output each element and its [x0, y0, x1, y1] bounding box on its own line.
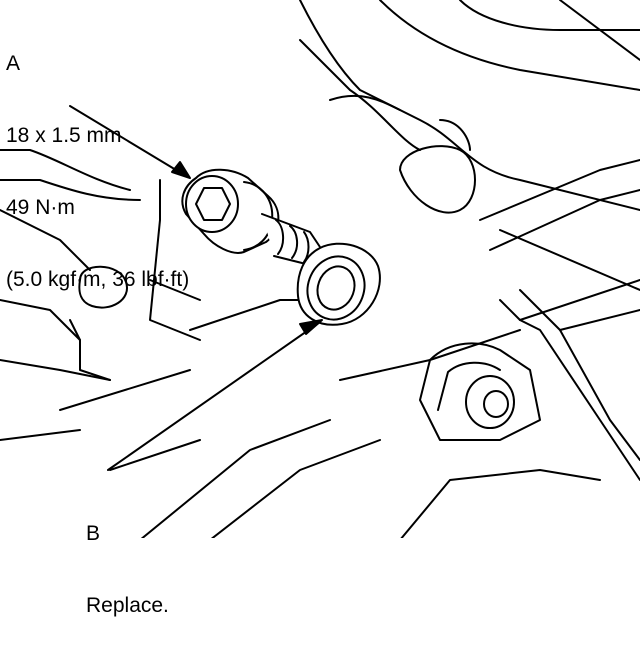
bolt-a — [181, 168, 323, 267]
drain-housing — [419, 289, 640, 481]
boss-left — [69, 265, 128, 381]
washer-b — [296, 242, 381, 326]
callout-a-torque-alt: (5.0 kgf·m, 36 lbf·ft) — [6, 268, 190, 291]
callout-a: A 18 x 1.5 mm 49 N·m (5.0 kgf·m, 36 lbf·… — [6, 4, 189, 340]
leader-b — [107, 319, 323, 471]
callout-a-torque: 49 N·m — [6, 196, 75, 219]
diagram-canvas: A 18 x 1.5 mm 49 N·m (5.0 kgf·m, 36 lbf·… — [0, 0, 640, 617]
boss-top — [399, 119, 476, 214]
leader-a — [69, 105, 191, 179]
callout-b: B Replace. — [86, 474, 169, 666]
callout-b-note: Replace. — [86, 594, 169, 617]
callout-a-letter: A — [6, 52, 21, 75]
diagram-drawing — [0, 0, 640, 541]
callout-a-size: 18 x 1.5 mm — [6, 124, 122, 147]
callout-b-letter: B — [86, 522, 101, 545]
